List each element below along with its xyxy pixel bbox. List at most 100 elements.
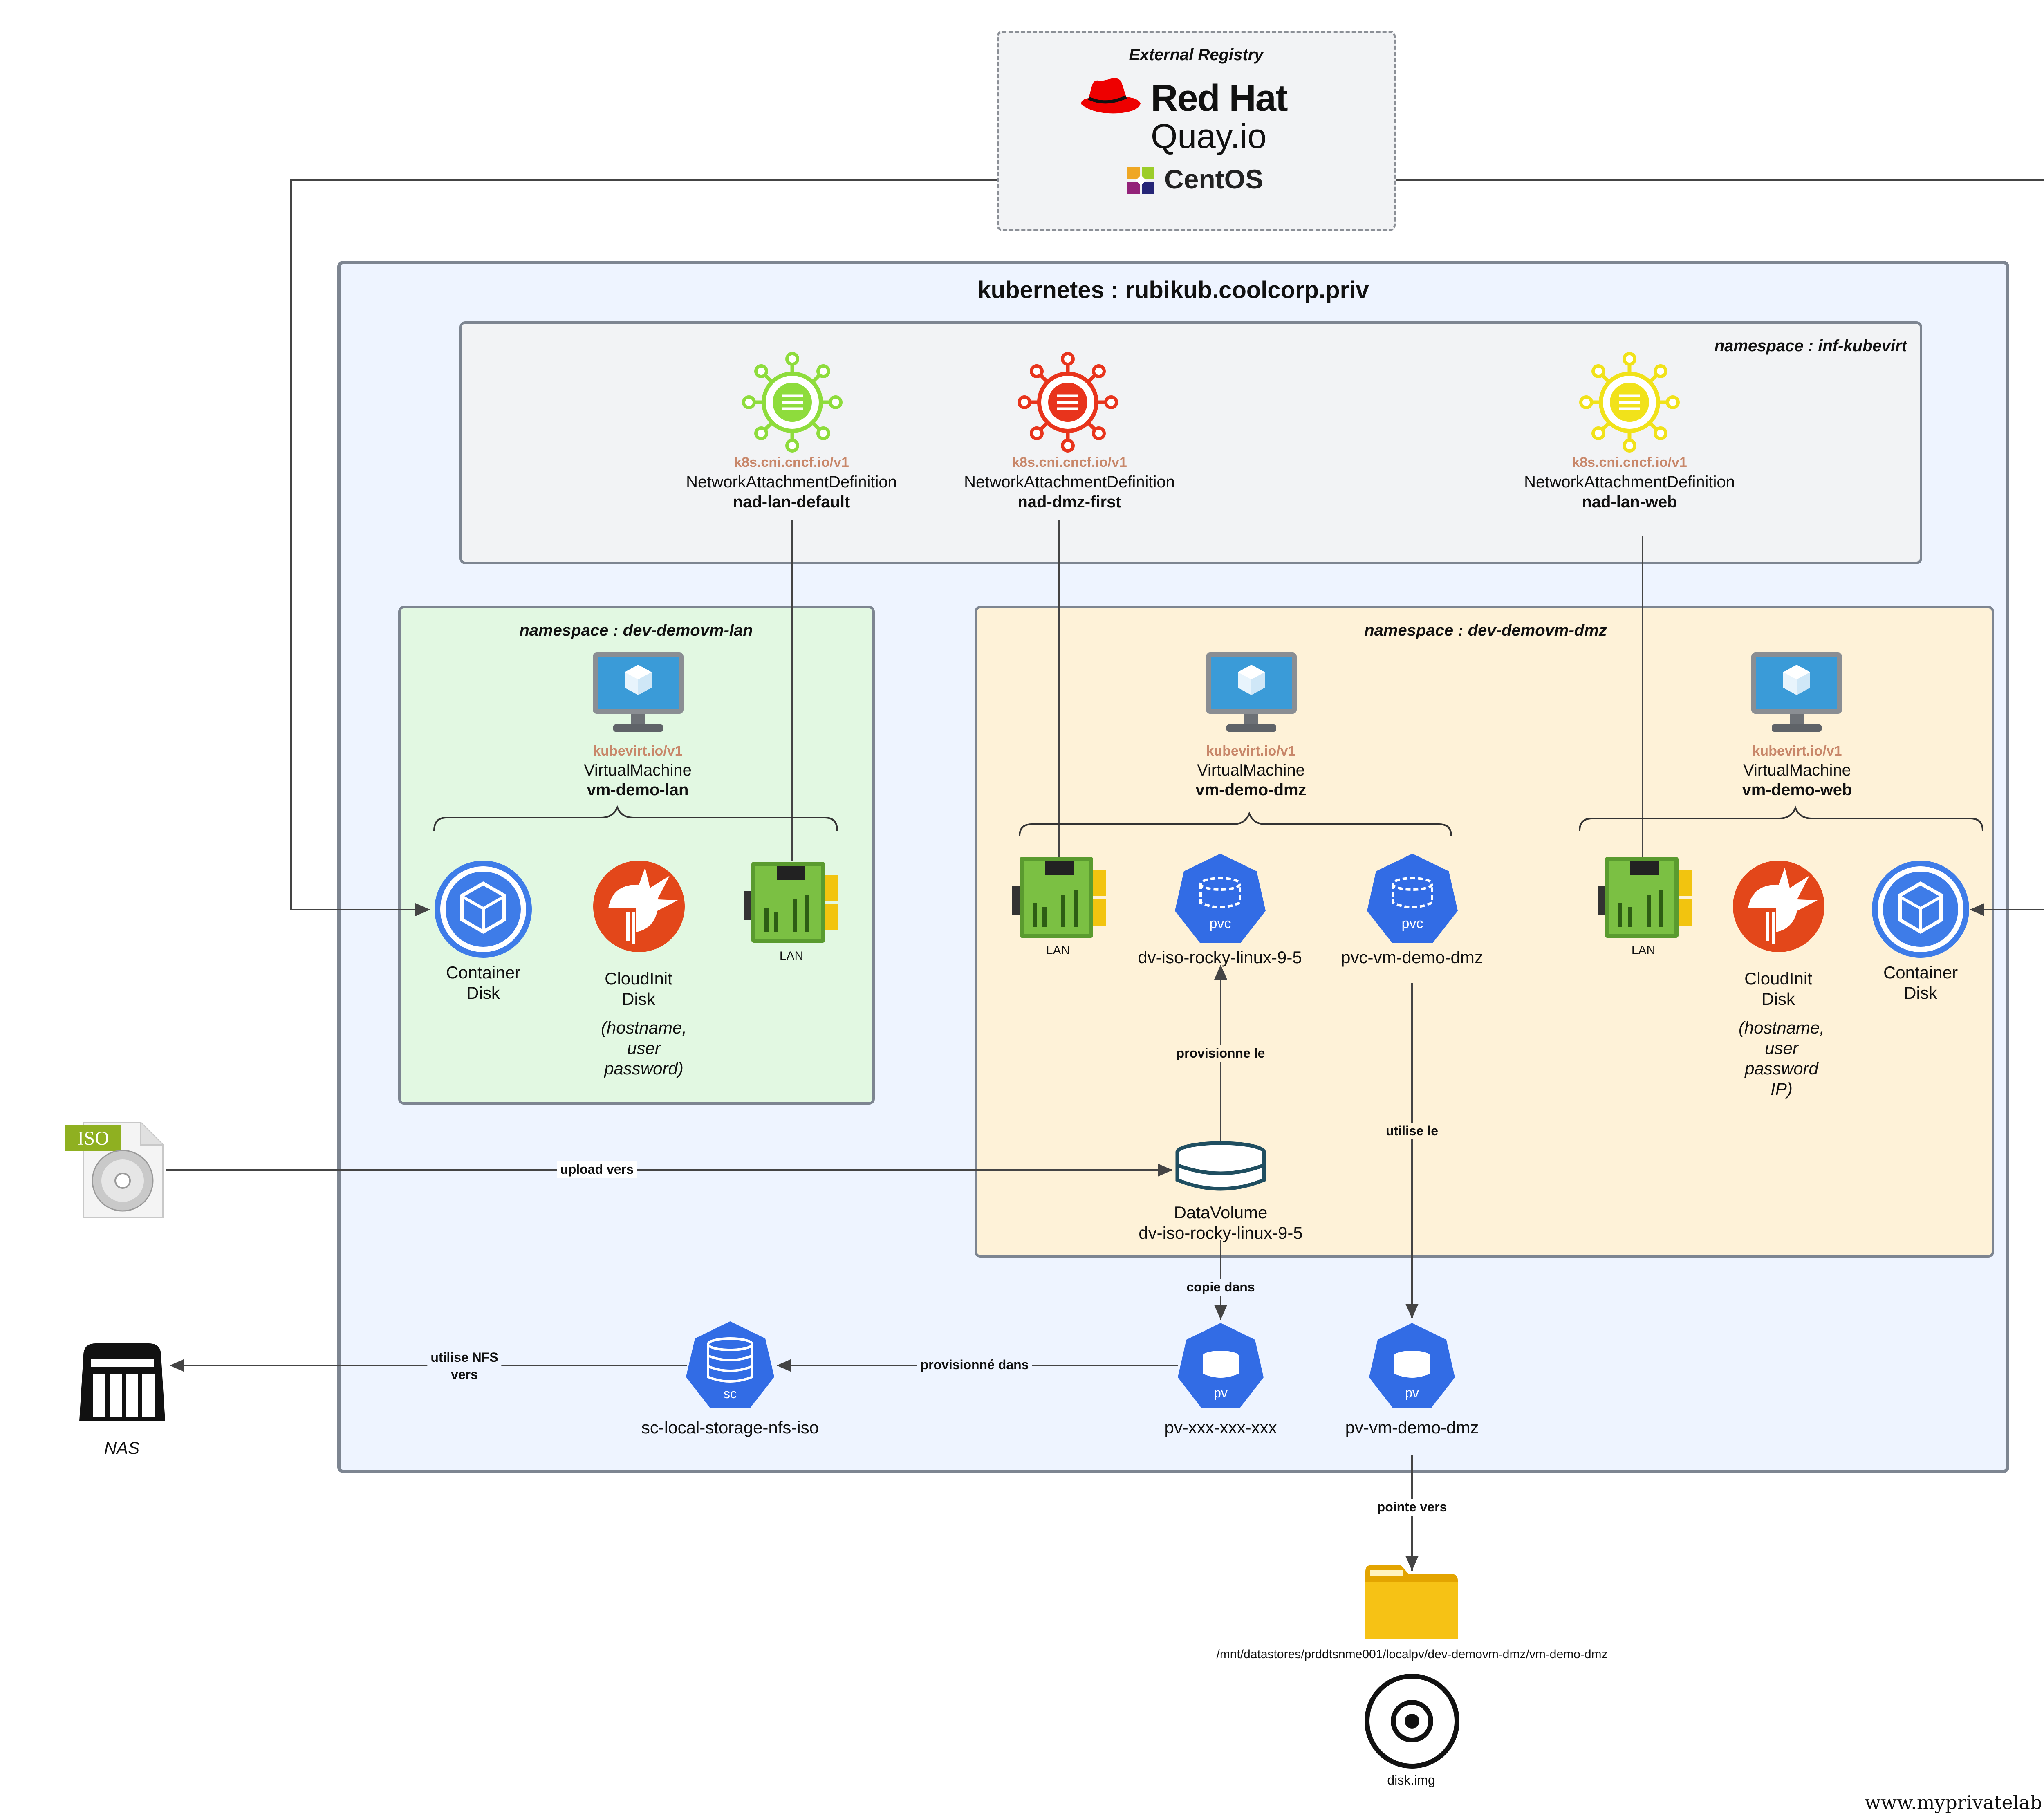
nad-dmz-first-api: k8s.cni.cncf.io/v1 <box>1012 455 1127 470</box>
cloudinit-lan-note-3: password) <box>604 1059 684 1078</box>
vm-dmz-kind: VirtualMachine <box>1197 761 1305 779</box>
datavolume-icon <box>1175 1141 1266 1191</box>
folder-icon <box>1365 1565 1458 1639</box>
pv-iso-name: pv-xxx-xxx-xxx <box>1164 1418 1277 1437</box>
vm-dmz-api: kubevirt.io/v1 <box>1206 743 1296 759</box>
namespace-infra-title: namespace : inf-kubevirt <box>1714 337 1907 355</box>
nic-dmz-label: LAN <box>1046 944 1070 957</box>
vm-web-kind: VirtualMachine <box>1743 761 1851 779</box>
nic-web-label: LAN <box>1631 944 1656 957</box>
watermark: www.myprivatelab.tech <box>1865 1791 2044 1814</box>
copie-label: copie dans <box>1183 1279 1258 1296</box>
vm-dmz-monitor-icon <box>1206 652 1297 732</box>
cloudinit-web-note-2: user <box>1765 1038 1798 1058</box>
cloudinit-lan-note-1: (hostname, <box>601 1018 687 1037</box>
cloudinit-web-label-2: Disk <box>1762 989 1795 1009</box>
redhat-hat-icon <box>1081 78 1141 114</box>
vm-lan-kind: VirtualMachine <box>584 761 692 779</box>
pvc-iso-icon: pvc <box>1175 854 1266 943</box>
nad-dmz-first-icon <box>1018 352 1118 453</box>
pv-vm-badge: pv <box>1405 1386 1419 1400</box>
disk-image-label: disk.img <box>1387 1773 1435 1787</box>
vm-dmz-name: vm-demo-dmz <box>1195 781 1307 799</box>
registry-title: External Registry <box>1129 46 1264 64</box>
iso-badge: ISO <box>77 1128 109 1149</box>
nad-lan-default-api: k8s.cni.cncf.io/v1 <box>734 455 849 470</box>
container-disk-web-label-1: Container <box>1883 963 1958 982</box>
namespace-dmz-box <box>975 606 1994 1258</box>
pv-iso-icon: pv <box>1178 1323 1264 1408</box>
nad-lan-web-api: k8s.cni.cncf.io/v1 <box>1572 455 1687 470</box>
upload-label: upload vers <box>557 1161 637 1178</box>
vm-lan-monitor-icon <box>593 652 684 732</box>
cloudinit-web-label-1: CloudInit <box>1744 969 1812 988</box>
cloudinit-lan-note-2: user <box>627 1038 661 1058</box>
datavolume-label-2: dv-iso-rocky-linux-9-5 <box>1139 1223 1303 1242</box>
nad-lan-default-icon <box>742 352 843 453</box>
nic-lan-label: LAN <box>779 949 804 963</box>
pv-iso-badge: pv <box>1214 1386 1228 1400</box>
vm-lan-api: kubevirt.io/v1 <box>593 743 683 759</box>
container-disk-lan-label-2: Disk <box>466 983 500 1002</box>
nad-lan-web-icon <box>1579 352 1680 453</box>
cloudinit-lan-label-1: CloudInit <box>605 969 672 988</box>
centos-logo-icon <box>1127 167 1154 194</box>
storageclass-name: sc-local-storage-nfs-iso <box>641 1418 819 1437</box>
cloudinit-lan-label-2: Disk <box>622 989 655 1009</box>
nic-lan-icon <box>744 862 838 943</box>
storageclass-badge: sc <box>724 1386 737 1401</box>
nad-dmz-first-kind: NetworkAttachmentDefinition <box>964 473 1175 491</box>
pvc-vm-name: pvc-vm-demo-dmz <box>1341 948 1483 967</box>
cloudinit-web-note-3: password <box>1745 1059 1818 1078</box>
quay-wordmark: Quay.io <box>1151 117 1267 155</box>
vm-web-monitor-icon <box>1751 652 1842 732</box>
pointe-label: pointe vers <box>1374 1499 1450 1516</box>
cluster-title: kubernetes : rubikub.coolcorp.priv <box>977 277 1369 303</box>
utilise-label: utilise le <box>1382 1123 1442 1139</box>
redhat-wordmark: Red Hat <box>1151 77 1288 119</box>
pv-vm-name: pv-vm-demo-dmz <box>1345 1418 1479 1437</box>
nad-lan-web-name: nad-lan-web <box>1582 493 1677 511</box>
vm-web-api: kubevirt.io/v1 <box>1752 743 1842 759</box>
provisionne-dans-label: provisionné dans <box>917 1356 1032 1373</box>
namespace-dmz-title: namespace : dev-demovm-dmz <box>1364 621 1607 639</box>
nad-lan-web-kind: NetworkAttachmentDefinition <box>1524 473 1735 491</box>
nad-lan-default-name: nad-lan-default <box>733 493 850 511</box>
pvc-vm-badge: pvc <box>1402 916 1423 931</box>
vm-lan-brace <box>433 805 838 831</box>
centos-wordmark: CentOS <box>1164 164 1264 194</box>
container-disk-web-icon <box>1872 861 1969 958</box>
nic-web-icon <box>1598 857 1692 938</box>
external-registry-box <box>997 31 1396 231</box>
namespace-infra-box <box>459 321 1922 564</box>
pv-vm-icon: pv <box>1369 1323 1455 1408</box>
vm-dmz-brace <box>1019 811 1452 836</box>
nic-dmz-icon <box>1012 857 1106 938</box>
storageclass-icon: sc <box>686 1321 774 1408</box>
pvc-iso-name: dv-iso-rocky-linux-9-5 <box>1138 948 1302 967</box>
nas-label: NAS <box>104 1438 140 1457</box>
nas-icon <box>79 1343 165 1421</box>
vm-web-name: vm-demo-web <box>1742 781 1852 799</box>
provisionne-label: provisionne le <box>1173 1045 1269 1062</box>
registry-to-lan-disk-wire <box>290 179 997 916</box>
datavolume-label-1: DataVolume <box>1174 1203 1268 1222</box>
folder-path: /mnt/datastores/prddtsnme001/localpv/dev… <box>1216 1648 1608 1661</box>
container-disk-lan-icon <box>435 861 532 958</box>
nfs-label-2: vers <box>451 1367 478 1382</box>
nad-dmz-first-name: nad-dmz-first <box>1018 493 1121 511</box>
container-disk-lan-label-1: Container <box>446 963 521 982</box>
cloudinit-lan-icon <box>593 861 685 952</box>
registry-to-web-disk-wire <box>1396 179 2044 916</box>
disk-image-icon <box>1365 1674 1459 1769</box>
cloudinit-web-note-4: IP) <box>1771 1079 1793 1099</box>
vm-web-brace <box>1579 805 1983 831</box>
vm-lan-name: vm-demo-lan <box>587 781 689 799</box>
nfs-label-1: utilise NFS <box>427 1349 502 1366</box>
container-disk-web-label-2: Disk <box>1904 983 1937 1002</box>
nad-lan-default-kind: NetworkAttachmentDefinition <box>686 473 897 491</box>
namespace-lan-title: namespace : dev-demovm-lan <box>519 621 753 639</box>
cloudinit-web-note-1: (hostname, <box>1738 1018 1825 1037</box>
cloudinit-web-icon <box>1733 861 1824 952</box>
